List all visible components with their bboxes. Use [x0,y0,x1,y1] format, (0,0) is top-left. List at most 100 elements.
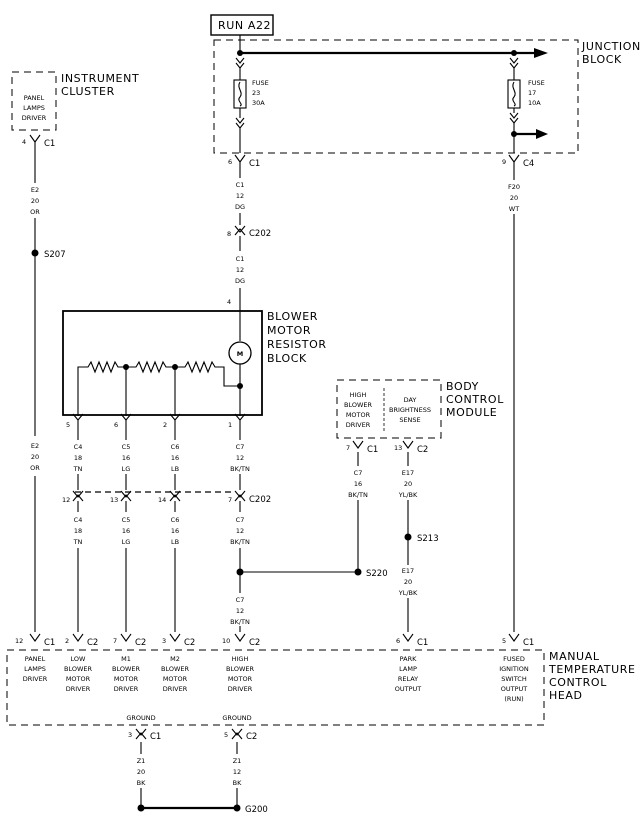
svg-text:DRIVER: DRIVER [228,685,253,693]
junction-block: JUNCTION BLOCK RUN A22 FUSE 23 30A [210,14,640,169]
connector-chevron-icon [120,633,132,642]
svg-text:3: 3 [162,637,166,645]
run-a22-box [210,14,274,36]
svg-text:BLOWER: BLOWER [161,665,189,673]
svg-text:C2: C2 [246,732,257,742]
svg-text:20: 20 [404,578,412,586]
connector-chevron-icon [508,633,520,642]
wire-label-c1-b: C1 12 DG [235,255,245,285]
svg-text:Z1: Z1 [137,757,146,765]
wires: S207 8 C202 4 12 13 14 7 [31,142,515,815]
svg-text:OUTPUT: OUTPUT [395,685,422,693]
svg-text:LAMP: LAMP [399,665,417,673]
svg-text:IGNITION: IGNITION [499,665,529,673]
wire-label-c6-a: C6 16 LB [171,443,180,473]
bcm-high-blower-line2: BLOWER [344,401,372,409]
wire-label-e17-b: E17 20 YL/BK [398,567,418,597]
svg-text:C1: C1 [150,732,161,742]
connector-chevron-icon [508,154,520,163]
bcm-high-blower-line4: DRIVER [346,421,371,429]
svg-text:BK/TN: BK/TN [348,491,368,499]
fuse-23-number: 23 [252,89,260,97]
svg-text:RELAY: RELAY [398,675,418,683]
connector-chevron-icon [135,728,147,740]
jb-pin-6: 6 [228,158,232,166]
instrument-cluster: INSTRUMENT CLUSTER PANEL LAMPS DRIVER 4 … [11,71,139,149]
svg-text:BK/TN: BK/TN [230,538,250,546]
fuse-17-rating: 10A [528,99,541,107]
blower-pin-5: 5 [66,421,70,429]
svg-text:16: 16 [122,454,130,462]
instrument-cluster-label-line1: INSTRUMENT [61,72,139,85]
svg-text:DRIVER: DRIVER [23,675,48,683]
svg-text:C1: C1 [417,638,428,648]
connector-chevron-icon [231,728,243,740]
svg-text:12: 12 [236,454,244,462]
wire-label-c4-b: C4 18 TN [73,516,83,546]
control-head-label-line4: HEAD [549,689,583,702]
connector-chevron-icon [29,633,41,642]
svg-text:6: 6 [396,637,400,645]
blower-top-pin: 4 [227,298,231,306]
bus-junction-dot [237,50,243,56]
svg-text:C1: C1 [236,255,245,263]
head-pin-park-lamp: 6 C1 PARK LAMP RELAY OUTPUT [395,633,428,693]
connector-chevron-icon [234,413,246,421]
svg-text:12: 12 [236,607,244,615]
blower-pin-1: 1 [228,421,232,429]
svg-text:LB: LB [171,538,179,546]
svg-text:C1: C1 [236,181,245,189]
wire-labels: E2 20 OR E2 20 OR C1 12 DG C1 12 DG F20 … [30,181,520,787]
head-pin-fused-ignition: 5 C1 FUSED IGNITION SWITCH OUTPUT (RUN) [499,633,534,703]
splice-s213-dot [404,533,412,541]
bcm-label-line3: MODULE [446,406,497,419]
svg-text:E2: E2 [31,186,39,194]
blower-label-line3: RESISTOR [267,338,327,351]
control-head-label-line2: TEMPERATURE [548,663,636,676]
bcm-day-brightness-line1: DAY [404,396,417,404]
svg-text:C1: C1 [44,638,55,648]
wire-label-c7-a: C7 12 BK/TN [230,443,250,473]
svg-text:Z1: Z1 [233,757,242,765]
wire-label-c6-b: C6 16 LB [171,516,180,546]
svg-text:C4: C4 [74,516,83,524]
c202-bottom-label: C202 [249,495,271,505]
head-pin-panel-lamps: 12 C1 PANEL LAMPS DRIVER [15,633,55,683]
fuse-17-number: 17 [528,89,536,97]
svg-text:16: 16 [171,527,179,535]
head-ground-c2: GROUND 5 C2 [222,714,257,742]
svg-text:C5: C5 [122,516,131,524]
bcm-outline [336,379,442,439]
svg-text:M2: M2 [170,655,180,663]
wire-label-c7-c: C7 12 BK/TN [230,596,250,626]
svg-text:MOTOR: MOTOR [228,675,253,683]
svg-text:C7: C7 [236,596,245,604]
svg-text:20: 20 [510,194,518,202]
head-pin-m2-blower: 3 C2 M2 BLOWER MOTOR DRIVER [161,633,195,693]
fuse-23: FUSE 23 30A [233,57,269,153]
svg-text:E17: E17 [402,469,414,477]
svg-text:LG: LG [122,465,131,473]
svg-text:18: 18 [74,527,82,535]
svg-text:C7: C7 [354,469,363,477]
body-control-module: BODY CONTROL MODULE HIGH BLOWER MOTOR DR… [336,379,504,455]
svg-text:16: 16 [354,480,362,488]
jb-pin-9: 9 [502,158,506,166]
fuse-23-rating: 30A [252,99,265,107]
blower-label-line4: BLOCK [267,352,307,365]
blower-block-outline [62,310,263,416]
connector-chevron-icon [234,633,246,642]
wire-label-c5-b: C5 16 LG [122,516,131,546]
svg-text:16: 16 [122,527,130,535]
connector-chevron-icon [509,57,519,69]
resistor-ladder-icon [77,360,240,416]
ic-pin-4: 4 [22,138,26,146]
blower-motor-symbol: M [237,350,243,358]
fuse-23-label: FUSE [252,79,269,87]
svg-text:LOW: LOW [71,655,87,663]
c202-top-icon [234,225,246,236]
svg-text:LAMPS: LAMPS [24,665,46,673]
svg-text:HIGH: HIGH [232,655,249,663]
svg-text:BLOWER: BLOWER [64,665,92,673]
blower-pin-6: 6 [114,421,118,429]
